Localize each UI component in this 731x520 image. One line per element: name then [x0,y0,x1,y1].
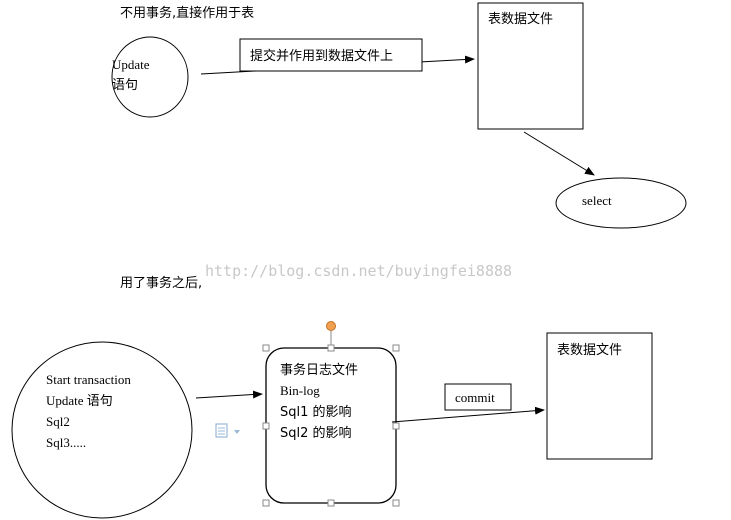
resize-handle-left [262,422,270,430]
arrow-transaction-to-log [195,390,263,399]
transaction-line2: Update 语句 [46,393,113,408]
section2-title: 用了事务之后, [120,275,202,291]
resize-handle-top-left [262,344,270,352]
arrow-log-to-table [391,406,545,423]
selection-handles[interactable] [262,344,400,507]
resize-handle-top-right [392,344,400,352]
paste-options-icon[interactable] [215,423,240,438]
log-file-line4: Sql2 的影响 [280,425,352,441]
transaction-line3: Sql2 [46,414,70,429]
update-ellipse-line2: 语句 [112,78,138,93]
rotate-handle[interactable] [326,321,336,331]
transaction-line1: Start transaction [46,372,131,387]
select-ellipse[interactable] [555,177,687,229]
table-file-label-1: 表数据文件 [488,12,553,27]
update-ellipse[interactable] [111,36,189,118]
table-file-box-1[interactable] [477,2,584,130]
transaction-ellipse[interactable] [11,341,193,519]
commit-box[interactable] [444,383,512,411]
arrow-table-to-select [523,131,595,176]
resize-handle-bottom [327,499,335,507]
resize-handle-right [392,422,400,430]
log-file-line3: Sql1 的影响 [280,404,352,420]
table-file-label-2: 表数据文件 [557,343,622,358]
resize-handle-top [327,344,335,352]
log-file-line1: 事务日志文件 [280,362,358,378]
transaction-line4: Sql3..... [46,435,86,450]
table-file-box-2[interactable] [546,332,653,460]
select-label: select [582,193,612,208]
commit-to-file-box[interactable] [239,38,423,72]
log-file-line2: Bin-log [280,383,320,398]
resize-handle-bottom-right [392,499,400,507]
update-ellipse-line1: Update [112,57,150,72]
section1-title: 不用事务,直接作用于表 [120,5,254,21]
commit-to-file-label: 提交并作用到数据文件上 [250,48,393,64]
commit-label: commit [455,390,495,405]
resize-handle-bottom-left [262,499,270,507]
watermark: http://blog.csdn.net/buyingfei8888 [205,262,512,280]
